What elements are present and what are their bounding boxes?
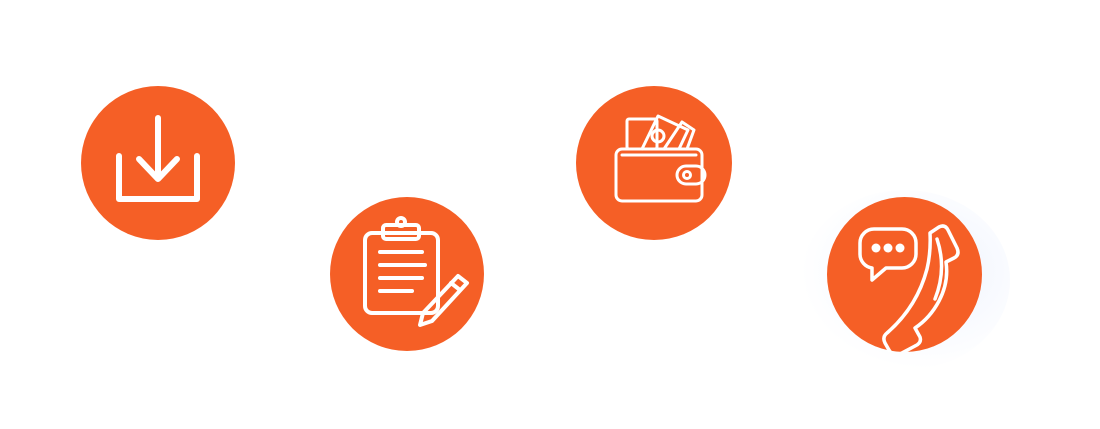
step-payment-circle[interactable]: [576, 86, 732, 240]
download-icon: [116, 115, 200, 202]
wallet-cash-icon: [614, 114, 707, 203]
clipboard-pencil-icon: [363, 216, 469, 327]
phone-chat-icon: [858, 224, 960, 352]
step-form-circle[interactable]: [330, 197, 484, 351]
step-download-circle[interactable]: [81, 86, 235, 240]
step-support-circle[interactable]: [827, 197, 982, 352]
